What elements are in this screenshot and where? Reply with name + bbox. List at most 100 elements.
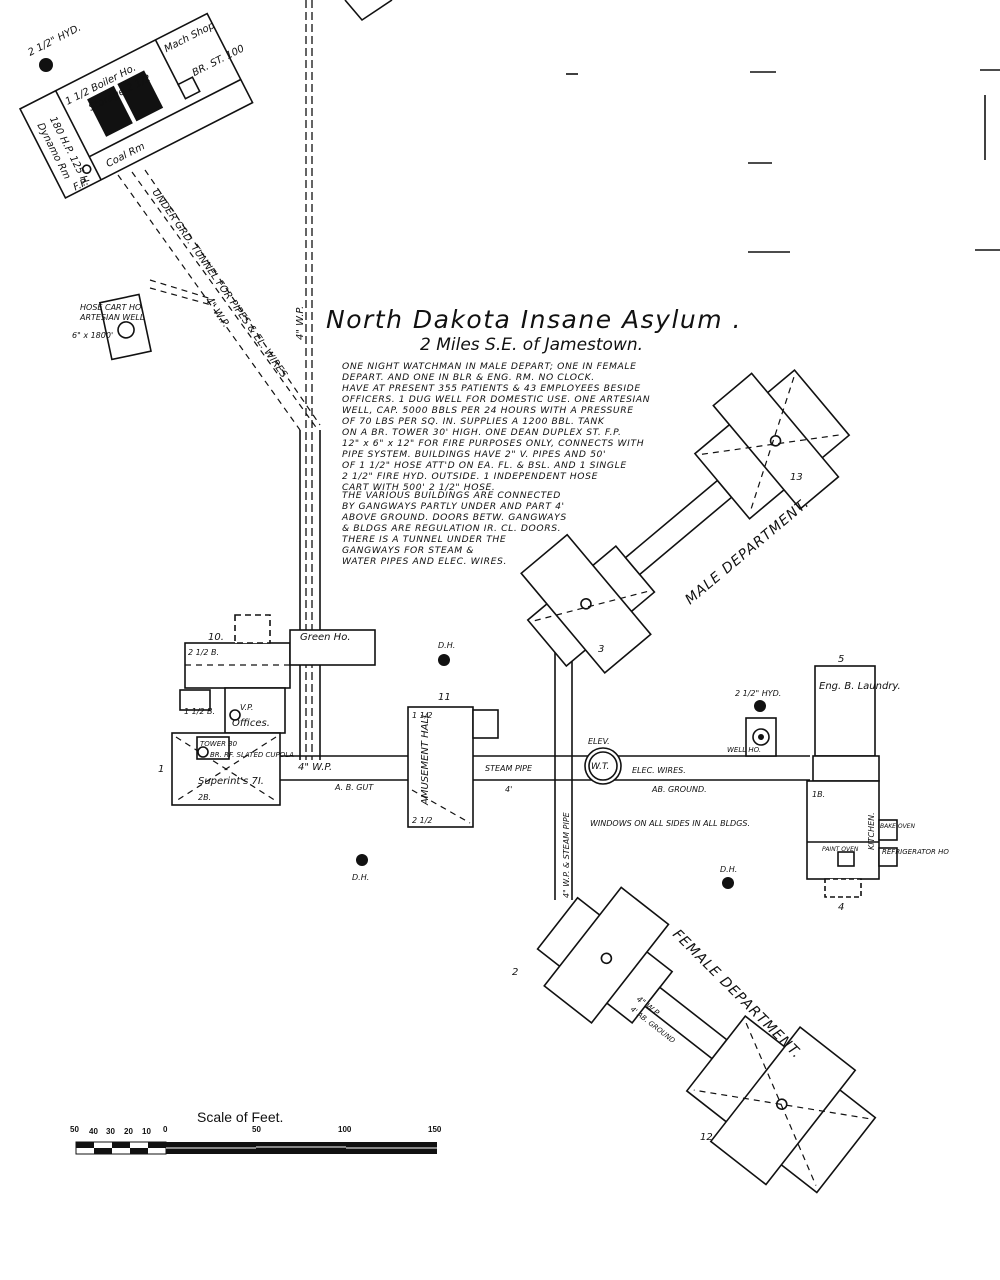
note-line: THE VARIOUS BUILDINGS ARE CONNECTED xyxy=(342,490,561,501)
one-b-label: 1B. xyxy=(812,790,825,799)
laundry-kitchen-building xyxy=(806,665,898,898)
amusement-hall xyxy=(407,706,499,828)
steam-pipe-label: STEAM PIPE xyxy=(485,764,533,773)
green-house-label: Green Ho. xyxy=(300,632,351,643)
main-corridor xyxy=(280,755,810,781)
map-title: North Dakota Insane Asylum . xyxy=(326,305,742,334)
scale-tick: 10 xyxy=(142,1127,151,1136)
refrigerator-label: REFRIGERATOR HO xyxy=(882,848,949,856)
note-line: OFFICERS. 1 DUG WELL FOR DOMESTIC USE. O… xyxy=(342,394,650,405)
wp-corridor-label: 4" W.P. xyxy=(298,762,332,773)
elevator-label: ELEV. xyxy=(588,737,610,746)
artesian-well-label: ARTESIAN WELL xyxy=(79,313,144,322)
underground-tunnel xyxy=(117,169,321,431)
scale-tick: 50 xyxy=(252,1125,261,1134)
dug-well-icon xyxy=(722,877,734,889)
map-subtitle: 2 Miles S.E. of Jamestown. xyxy=(420,335,643,355)
two-b-label: 2B. xyxy=(198,793,211,802)
dug-well-icon xyxy=(438,654,450,666)
water-tower-label: W.T. xyxy=(591,762,609,772)
scale-tick: 40 xyxy=(89,1127,98,1136)
four-ft-label: 4' xyxy=(505,785,512,794)
paint-oven-label: PAINT OVEN xyxy=(822,846,859,853)
scale-tick: 150 xyxy=(428,1125,442,1134)
note-line: WELL, CAP. 5000 BBLS PER 24 HOURS WITH A… xyxy=(342,405,634,416)
building-12-label: 12 xyxy=(700,1132,713,1143)
male-department xyxy=(520,368,851,675)
kitchen-label: KITCHEN. xyxy=(867,812,876,850)
bake-oven-label: BAKE OVEN xyxy=(880,823,915,830)
dug-well-icon xyxy=(356,854,368,866)
vertical-pipes-label: 4" W.P. & STEAM PIPE xyxy=(562,811,571,898)
building-11-label: 11 xyxy=(438,692,451,703)
tunnel-label: UNDER GRD. TUNNEL FOR PIPES & EL. WIRES xyxy=(150,187,290,380)
water-tower xyxy=(584,747,622,785)
building-10 xyxy=(179,614,291,734)
well-icon xyxy=(752,728,770,746)
well-house-label: WELL HO. xyxy=(727,746,761,754)
amuse-2half-label: 2 1/2 xyxy=(412,816,433,825)
windows-label: WINDOWS ON ALL SIDES IN ALL BLDGS. xyxy=(590,819,750,828)
note-line: THERE IS A TUNNEL UNDER THE xyxy=(342,534,506,545)
note-line: PIPE SYSTEM. BUILDINGS HAVE 2" V. PIPES … xyxy=(342,449,606,460)
scale-tick: 30 xyxy=(106,1127,115,1136)
ab-ground-label: A. B. GUT xyxy=(334,783,374,792)
vertical-pipe-icon xyxy=(229,709,241,721)
tower-detail-label: BR. RF. SLATED CUPOLA xyxy=(210,751,294,759)
scale-tick: 20 xyxy=(124,1127,133,1136)
building-4-label: 4 xyxy=(838,902,844,913)
amuse-1half-label: 1 1/2 xyxy=(412,711,433,720)
laundry-label: Eng. B. Laundry. xyxy=(819,681,901,692)
note-line: 12" x 6" x 12" FOR FIRE PURPOSES ONLY, C… xyxy=(342,438,644,449)
note-line: & BLDGS ARE REGULATION IR. CL. DOORS. xyxy=(342,523,561,534)
note-line: 2 1/2" FIRE HYD. OUTSIDE. 1 INDEPENDENT … xyxy=(342,471,598,482)
well-size-label: 6" x 1800' xyxy=(72,331,113,340)
wp-vertical-label: 4" W.P. xyxy=(295,306,306,340)
note-line: WATER PIPES AND ELEC. WIRES. xyxy=(342,556,507,567)
hydrant-mid-label: 2 1/2" HYD. xyxy=(735,689,781,698)
dh-label: D.H. xyxy=(720,865,737,874)
vp-label: V.P. xyxy=(240,703,253,712)
building-13-label: 13 xyxy=(790,472,803,483)
offices-label: Offices. xyxy=(232,718,270,729)
note-line: OF 1 1/2" HOSE ATT'D ON EA. FL. & BSL. A… xyxy=(342,460,627,471)
scale-tick: 100 xyxy=(338,1125,352,1134)
map-edge-fragment xyxy=(344,0,393,22)
dh-label: D.H. xyxy=(352,873,369,882)
scale-tick: 0 xyxy=(163,1125,168,1134)
note-line: ON A BR. TOWER 30' HIGH. ONE DEAN DUPLEX… xyxy=(342,427,622,438)
female-department xyxy=(536,886,877,1194)
scale-tick: 50 xyxy=(70,1125,79,1134)
note-line: HAVE AT PRESENT 355 PATIENTS & 43 EMPLOY… xyxy=(342,383,641,394)
building-10-label: 10. xyxy=(208,632,224,643)
note-line: BY GANGWAYS PARTLY UNDER AND PART 4' xyxy=(342,501,565,512)
hose-cart-house xyxy=(98,293,152,361)
building-3-label: 3 xyxy=(598,644,604,655)
building-5-label: 5 xyxy=(838,654,844,665)
two-half-b-label: 2 1/2 B. xyxy=(188,648,219,657)
note-line: OF 70 LBS PER SQ. IN. SUPPLIES A 1200 BB… xyxy=(342,416,605,427)
one-half-b-label: 1 1/2 B. xyxy=(184,707,215,716)
scale-bar: Scale of Feet. 50 40 30 20 10 0 50 100 1… xyxy=(70,1109,442,1155)
tower-label: TOWER 30 xyxy=(200,740,238,748)
amusement-hall-label: AMUSEMENT HALL xyxy=(420,712,431,806)
notes-paragraph-1: ONE NIGHT WATCHMAN IN MALE DEPART; ONE I… xyxy=(342,361,650,493)
vertical-water-pipe xyxy=(299,0,321,760)
note-line: CART WITH 500' 2 1/2" HOSE. xyxy=(342,482,495,493)
scale-title: Scale of Feet. xyxy=(197,1109,283,1125)
superintendent-building xyxy=(171,732,281,806)
margin-ticks xyxy=(566,69,1000,253)
note-line: ONE NIGHT WATCHMAN IN MALE DEPART; ONE I… xyxy=(342,361,637,372)
building-2-label: 2 xyxy=(512,967,518,978)
notes-paragraph-2: THE VARIOUS BUILDINGS ARE CONNECTED BY G… xyxy=(341,490,566,567)
hydrant-icon xyxy=(754,700,766,712)
green-house xyxy=(289,629,376,666)
superintendent-label: Superint's 7I. xyxy=(198,776,264,787)
hydrant-icon xyxy=(39,58,53,72)
north-south-corridor xyxy=(554,645,573,900)
dh-label: D.H. xyxy=(438,641,455,650)
elec-wires-label: ELEC. WIRES. xyxy=(632,766,686,775)
ab-ground-2-label: AB. GROUND. xyxy=(651,785,707,794)
note-line: GANGWAYS FOR STEAM & xyxy=(342,545,474,556)
